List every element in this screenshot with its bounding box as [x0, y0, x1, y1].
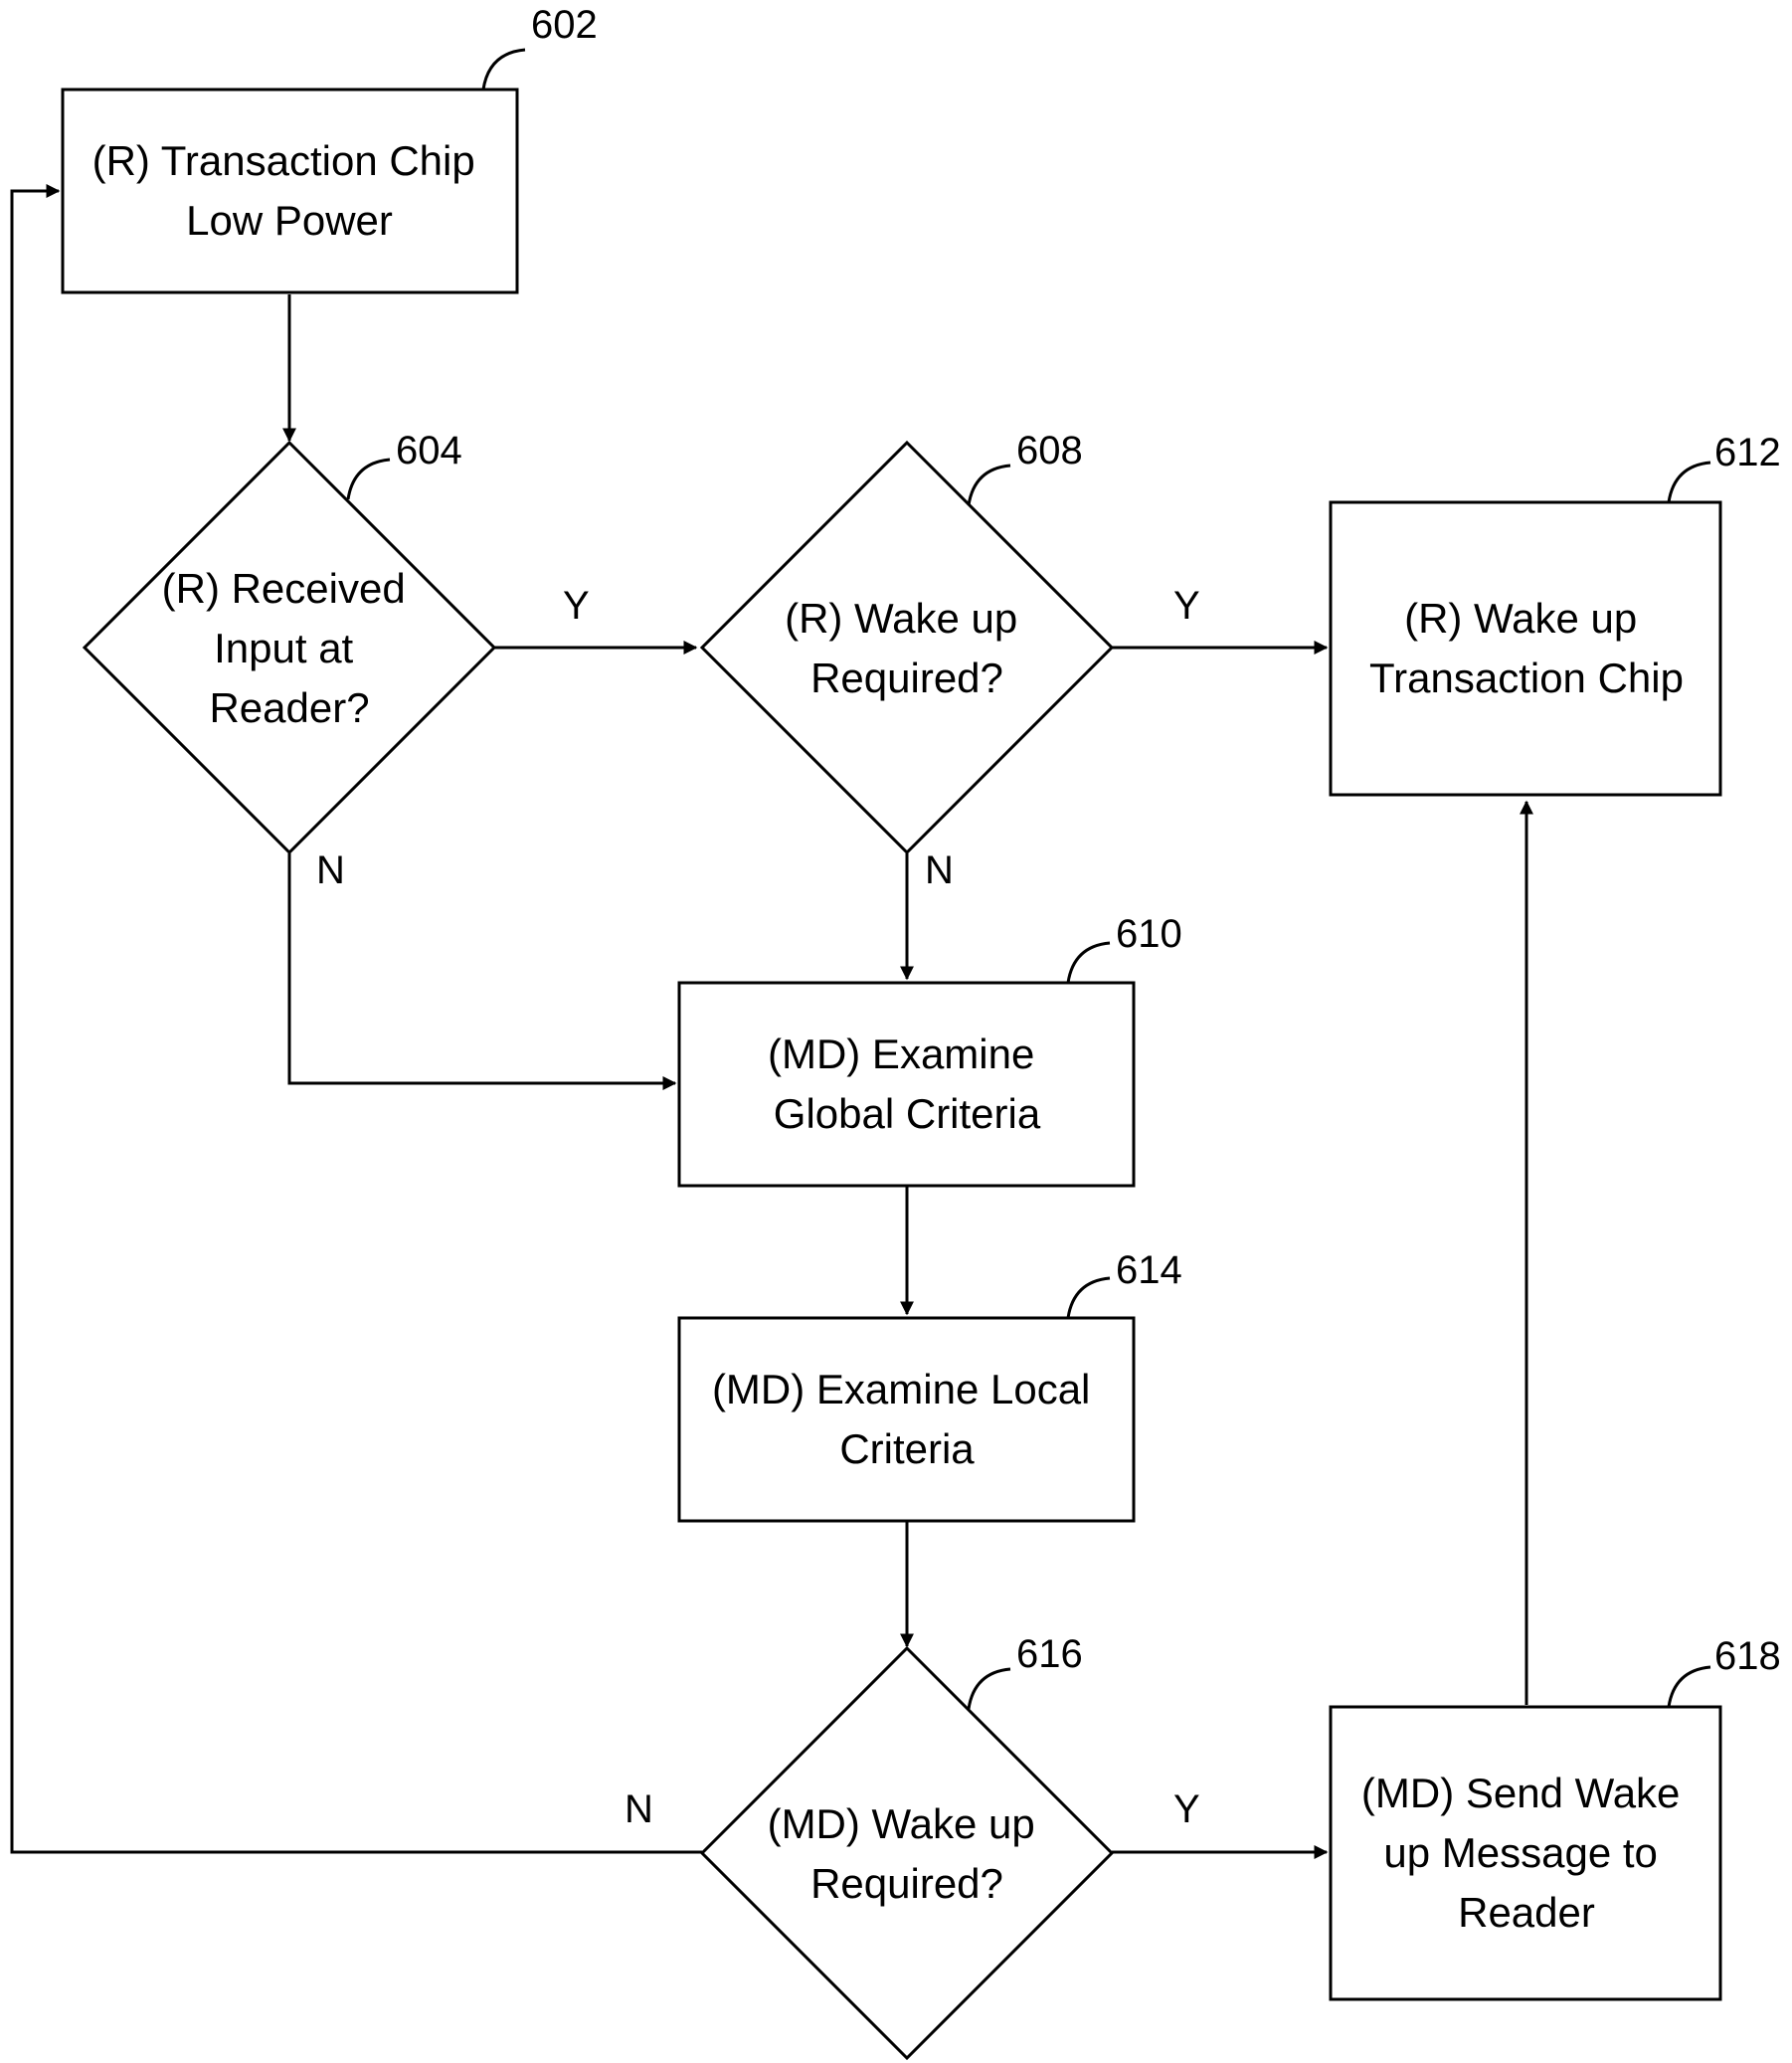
node-608-leader: [969, 466, 1010, 505]
node-616: (MD) Wake up Required? 616: [702, 1632, 1112, 2058]
node-602-line-2: Low Power: [186, 197, 393, 244]
node-618-ref: 618: [1714, 1634, 1781, 1678]
node-612-line-1: (R) Wake up: [1404, 595, 1637, 642]
node-614: (MD) Examine Local Criteria 614: [679, 1248, 1182, 1521]
node-604-line-2: Input at: [214, 625, 353, 671]
connector-616-602-no: [12, 191, 702, 1852]
node-618-line-1: (MD) Send Wake: [1361, 1770, 1681, 1816]
node-610-line-2: Global Criteria: [774, 1090, 1041, 1137]
edge-label-616-618: Y: [1173, 1787, 1200, 1831]
node-616-line-2: Required?: [810, 1860, 1003, 1907]
node-612-box: [1331, 502, 1720, 795]
node-604-ref: 604: [396, 429, 462, 472]
node-616-line-1: (MD) Wake up: [768, 1800, 1035, 1847]
edge-label-616-602: N: [625, 1787, 653, 1831]
node-608-line-2: Required?: [810, 655, 1003, 701]
node-602-leader: [483, 50, 525, 90]
node-610-line-1: (MD) Examine: [768, 1031, 1034, 1077]
node-608-diamond: [702, 443, 1112, 852]
edge-label-608-612: Y: [1173, 584, 1200, 628]
node-612-leader: [1669, 463, 1710, 502]
node-612-line-2: Transaction Chip: [1369, 655, 1684, 701]
node-604: (R) Received Input at Reader? 604: [85, 429, 494, 852]
node-618-leader: [1669, 1667, 1710, 1707]
node-608-line-1: (R) Wake up: [785, 595, 1017, 642]
node-602-box: [63, 90, 517, 292]
node-610-ref: 610: [1116, 912, 1182, 956]
edge-label-608-610: N: [925, 848, 954, 892]
node-618-line-3: Reader: [1458, 1889, 1595, 1936]
node-616-diamond: [702, 1648, 1112, 2058]
node-604-line-1: (R) Received: [162, 565, 406, 612]
node-610-box: [679, 983, 1134, 1186]
node-604-line-3: Reader?: [209, 684, 369, 731]
node-604-leader: [348, 460, 390, 499]
node-614-ref: 614: [1116, 1248, 1182, 1292]
node-612: (R) Wake up Transaction Chip 612: [1331, 431, 1781, 795]
node-608: (R) Wake up Required? 608: [702, 429, 1112, 852]
node-614-box: [679, 1318, 1134, 1521]
node-608-ref: 608: [1016, 429, 1083, 472]
node-612-ref: 612: [1714, 431, 1781, 474]
edge-label-604-608: Y: [563, 584, 590, 628]
node-610: (MD) Examine Global Criteria 610: [679, 912, 1182, 1186]
node-616-leader: [969, 1669, 1010, 1709]
node-616-ref: 616: [1016, 1632, 1083, 1676]
node-602: (R) Transaction Chip Low Power 602: [63, 3, 598, 292]
node-602-line-1: (R) Transaction Chip: [92, 137, 475, 184]
node-618: (MD) Send Wake up Message to Reader 618: [1331, 1634, 1781, 1999]
node-618-line-2: up Message to: [1383, 1829, 1658, 1876]
node-602-ref: 602: [531, 3, 598, 47]
edge-label-604-610: N: [316, 848, 345, 892]
node-614-line-1: (MD) Examine Local: [712, 1366, 1090, 1412]
connector-604-610-no: [289, 853, 675, 1083]
node-610-leader: [1068, 943, 1110, 983]
node-614-line-2: Criteria: [839, 1425, 975, 1472]
node-614-leader: [1068, 1278, 1110, 1318]
